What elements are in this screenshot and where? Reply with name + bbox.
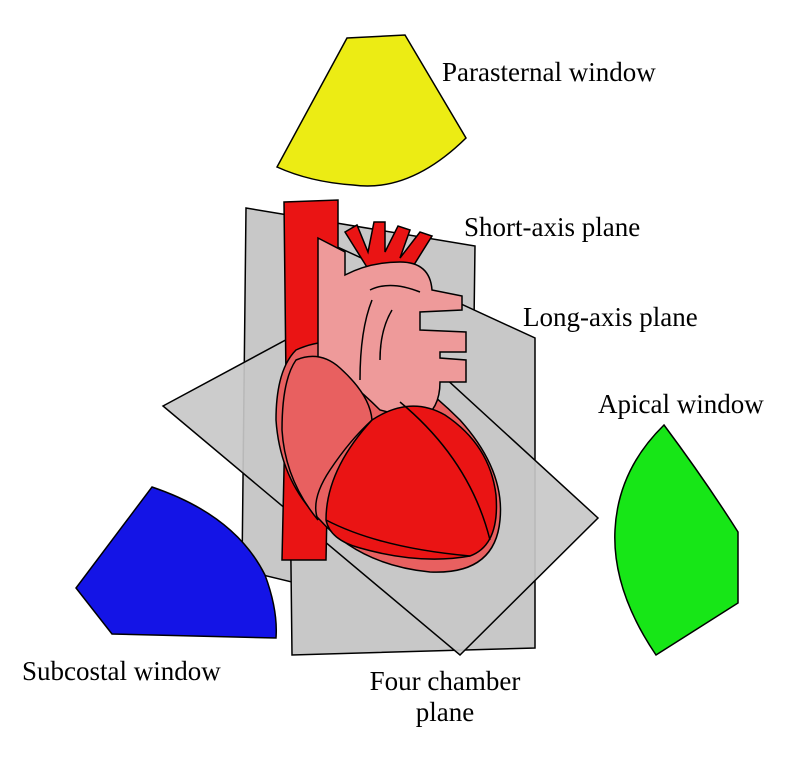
ventricular-septum xyxy=(399,401,491,541)
aorta-and-atria xyxy=(317,236,467,421)
aortic-arch-branches xyxy=(343,221,434,273)
long-axis-plane-label: Long-axis plane xyxy=(523,302,698,332)
four-chamber-plane-label: Four chamber plane xyxy=(345,666,545,728)
apical-window-label: Apical window xyxy=(598,389,764,419)
four-chamber-plane-label-line2: plane xyxy=(415,697,475,727)
subcostal-window-sector xyxy=(75,486,278,639)
four-chamber-cut-line xyxy=(325,519,471,557)
pulmonary-artery xyxy=(359,284,421,381)
apical-window-sector xyxy=(614,423,739,657)
short-axis-plane-label: Short-axis plane xyxy=(464,212,641,242)
parasternal-window-sector xyxy=(275,34,467,187)
parasternal-window-label: Parasternal window xyxy=(442,57,656,87)
subcostal-window-label: Subcostal window xyxy=(22,656,221,686)
right-atrium xyxy=(281,355,373,521)
four-chamber-plane-label-line1: Four chamber xyxy=(369,666,521,696)
